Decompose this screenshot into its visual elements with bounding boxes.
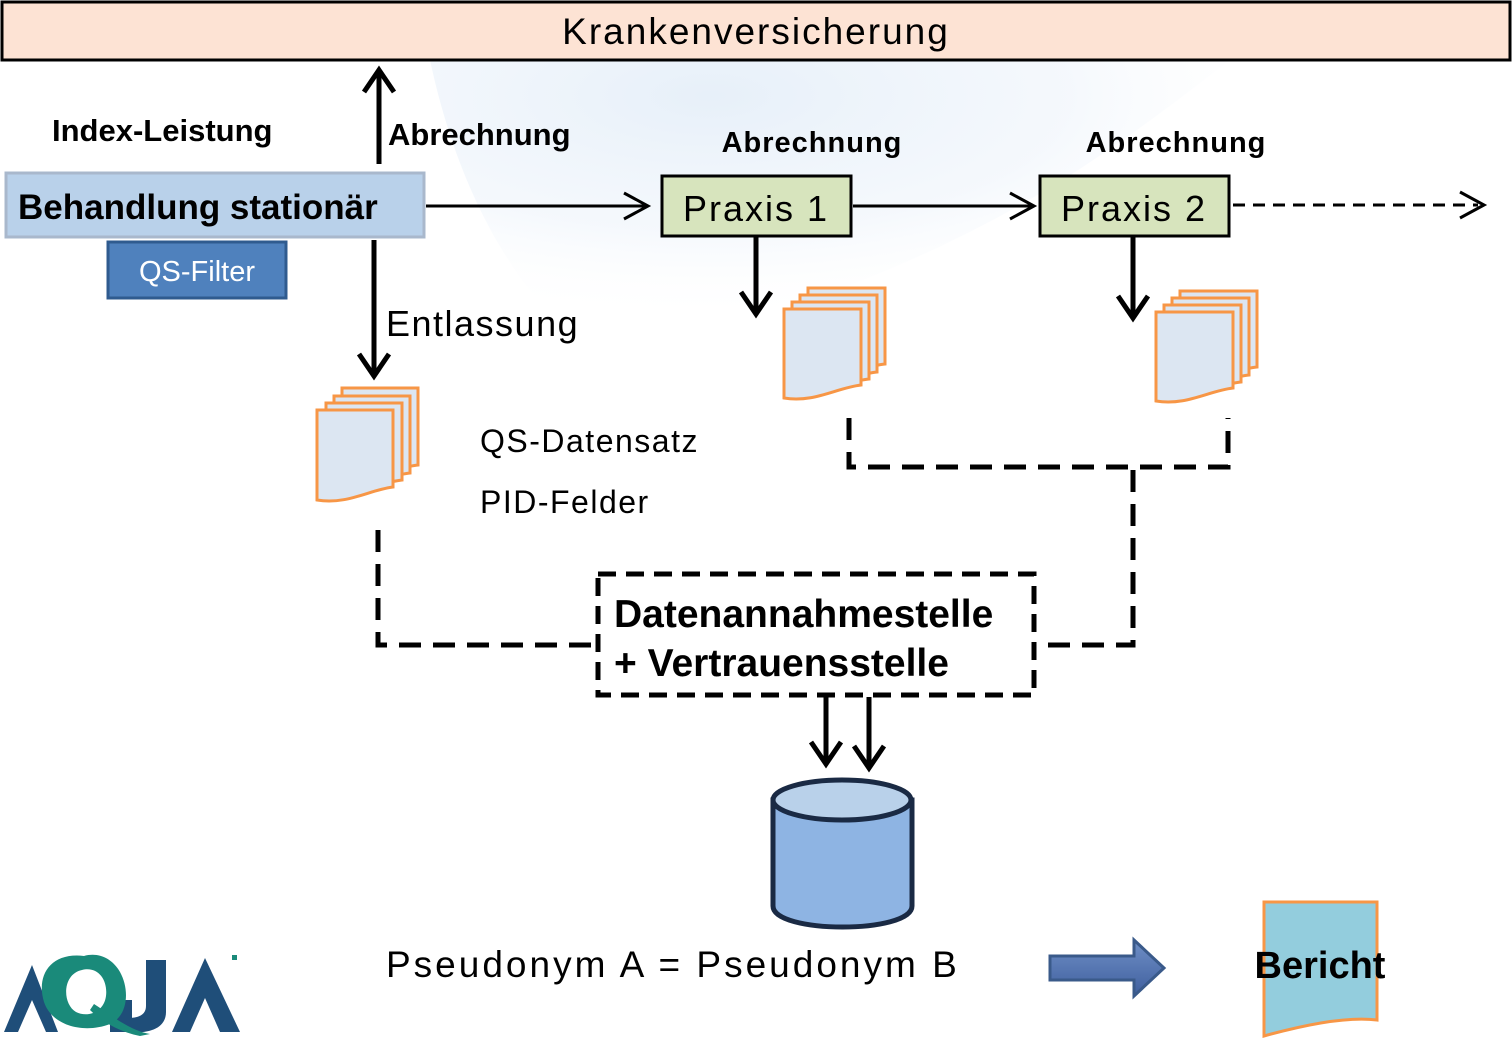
header-title: Krankenversicherung <box>562 11 950 52</box>
index-service-label: Index-Leistung <box>52 113 272 148</box>
database-icon <box>770 777 915 930</box>
billing-label-practice-2: Abrechnung <box>1086 127 1267 159</box>
continuation-dashed-arrow <box>1233 190 1488 220</box>
inpatient-treatment-box: Behandlung stationär <box>4 171 426 239</box>
dashed-connectors <box>375 418 1231 648</box>
practice-2-box: Praxis 2 <box>1038 174 1231 238</box>
practice-1-down-arrow <box>738 236 774 319</box>
data-acceptance-label: Datenannahmestelle <box>614 593 993 636</box>
arrow-to-practice-2 <box>853 191 1038 221</box>
billing-label-practice-1: Abrechnung <box>722 127 903 159</box>
document-stack-practice-2-icon <box>1154 289 1259 404</box>
practice-1-box: Praxis 1 <box>660 174 853 238</box>
discharge-arrow <box>356 240 392 381</box>
billing-up-arrow <box>361 65 397 164</box>
document-stack-practice-1-icon <box>782 286 887 401</box>
pseudonym-equation: Pseudonym A = Pseudonym B <box>386 944 960 985</box>
aqua-logo <box>4 954 240 1036</box>
report-label: Bericht <box>1255 945 1386 987</box>
practice-2-label: Praxis 2 <box>1061 188 1207 229</box>
block-arrow-icon <box>1048 936 1167 1000</box>
qs-filter-box: QS-Filter <box>106 240 288 300</box>
discharge-label: Entlassung <box>386 303 579 344</box>
arrow-to-practice-1 <box>426 191 652 221</box>
dataset-label: QS-Datensatz <box>480 423 699 459</box>
pid-fields-label: PID-Felder <box>480 484 650 520</box>
report-document-icon <box>1262 900 1379 1038</box>
database-down-arrows <box>808 697 887 773</box>
data-acceptance-box: Datenannahmestelle + Vertrauensstelle <box>595 571 1037 698</box>
inpatient-treatment-label: Behandlung stationär <box>18 188 378 227</box>
practice-1-label: Praxis 1 <box>683 188 829 229</box>
document-stack-hospital-icon <box>315 386 420 503</box>
qs-filter-label: QS-Filter <box>139 256 255 288</box>
practice-2-down-arrow <box>1115 236 1151 323</box>
billing-label-hospital: Abrechnung <box>388 117 571 152</box>
trust-center-label: + Vertrauensstelle <box>614 642 949 685</box>
insurance-header: Krankenversicherung <box>0 0 1512 62</box>
